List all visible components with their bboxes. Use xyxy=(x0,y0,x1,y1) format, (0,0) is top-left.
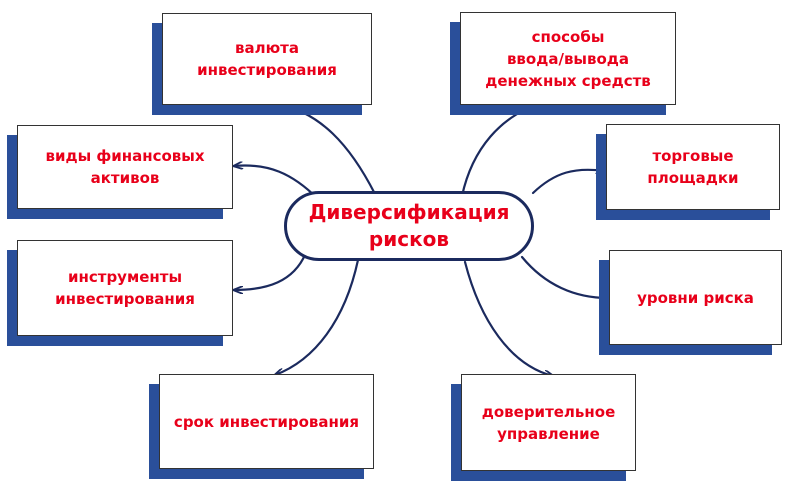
node-instruments: инструменты инвестирования xyxy=(17,240,233,336)
central-node: Диверсификация рисков xyxy=(284,191,534,261)
connector-risk-levels xyxy=(520,255,610,298)
node-currency: валюта инвестирования xyxy=(162,13,372,105)
node-risk-levels: уровни риска xyxy=(609,250,782,345)
node-trust-management: доверительное управление xyxy=(461,374,636,471)
connector-trading-platforms xyxy=(531,170,605,195)
connector-term xyxy=(275,258,360,375)
connector-io-methods xyxy=(460,102,545,198)
node-trading-platforms: торговые площадки xyxy=(606,124,780,210)
connector-instruments xyxy=(232,248,309,290)
node-asset-types: виды финансовых активов xyxy=(17,125,233,209)
connector-trust-management xyxy=(463,260,553,376)
node-term: срок инвестирования xyxy=(159,374,374,469)
node-io-methods: способы ввода/вывода денежных средств xyxy=(460,12,676,105)
connector-currency xyxy=(277,104,377,196)
